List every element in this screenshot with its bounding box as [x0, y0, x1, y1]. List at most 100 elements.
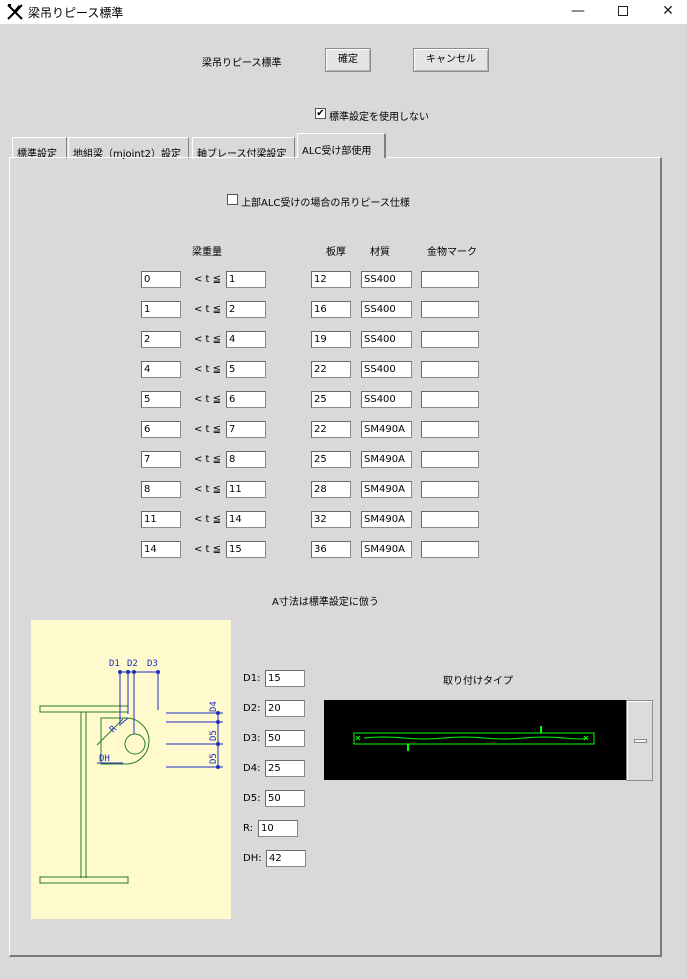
range-operator-label: < t ≦	[194, 304, 222, 315]
weight-max-input[interactable]: 11	[226, 481, 266, 498]
close-button[interactable]: ✕	[645, 0, 687, 24]
header-material: 材質	[370, 247, 390, 258]
weight-min-input[interactable]: 14	[141, 541, 181, 558]
thickness-input[interactable]: 25	[311, 451, 351, 468]
dimension-input[interactable]: 42	[266, 850, 306, 867]
alc-upper-label: 上部ALC受けの場合の吊りピース仕様	[241, 198, 410, 209]
material-input[interactable]: SS400	[361, 391, 412, 408]
tab-label: 軸ブレース付梁設定	[197, 149, 287, 160]
hardware-mark-input[interactable]	[421, 331, 479, 348]
maximize-icon	[618, 6, 628, 16]
weight-max-input[interactable]: 1	[226, 271, 266, 288]
hardware-mark-input[interactable]	[421, 511, 479, 528]
ok-button[interactable]: 確定	[325, 48, 371, 72]
weight-min-input[interactable]: 0	[141, 271, 181, 288]
hardware-mark-input[interactable]	[421, 451, 479, 468]
mount-type-graphic	[353, 726, 595, 751]
title-bar: 梁吊りピース標準 — ✕	[0, 0, 687, 24]
hardware-mark-input[interactable]	[421, 301, 479, 318]
weight-min-input[interactable]: 11	[141, 511, 181, 528]
weight-min-input[interactable]: 6	[141, 421, 181, 438]
material-input[interactable]: SS400	[361, 301, 412, 318]
material-input[interactable]: SM490A	[361, 511, 412, 528]
dimension-input[interactable]: 15	[265, 670, 305, 687]
label-r: R	[108, 724, 119, 735]
tab-alc[interactable]: ALC受け部使用	[297, 133, 386, 158]
label-d5b: D5	[209, 753, 219, 764]
dimension-label: D5:	[243, 793, 261, 804]
hardware-mark-input[interactable]	[421, 481, 479, 498]
range-operator-label: < t ≦	[194, 274, 222, 285]
hardware-mark-input[interactable]	[421, 361, 479, 378]
weight-max-input[interactable]: 14	[226, 511, 266, 528]
mount-type-preview[interactable]	[324, 700, 627, 780]
range-operator-label: < t ≦	[194, 424, 222, 435]
weight-max-input[interactable]: 15	[226, 541, 266, 558]
minimize-button[interactable]: —	[555, 0, 601, 24]
label-d3: D3	[147, 659, 158, 669]
thickness-input[interactable]: 32	[311, 511, 351, 528]
dimension-input[interactable]: 50	[265, 790, 305, 807]
weight-min-input[interactable]: 4	[141, 361, 181, 378]
weight-max-input[interactable]: 4	[226, 331, 266, 348]
thickness-input[interactable]: 25	[311, 391, 351, 408]
thickness-input[interactable]: 22	[311, 421, 351, 438]
mount-type-label: 取り付けタイプ	[443, 676, 513, 687]
range-operator-label: < t ≦	[194, 544, 222, 555]
weight-max-input[interactable]: 7	[226, 421, 266, 438]
weight-min-input[interactable]: 8	[141, 481, 181, 498]
weight-max-input[interactable]: 2	[226, 301, 266, 318]
use-standard-label: 標準設定を使用しない	[329, 112, 429, 123]
material-input[interactable]: SM490A	[361, 541, 412, 558]
dimension-input[interactable]: 20	[265, 700, 305, 717]
tab-ground-beam[interactable]: 地組梁（mjoint2）設定	[68, 137, 189, 160]
tab-brace-beam[interactable]: 軸ブレース付梁設定	[192, 137, 295, 160]
thickness-input[interactable]: 12	[311, 271, 351, 288]
dimension-label: DH:	[243, 853, 262, 864]
thickness-input[interactable]: 28	[311, 481, 351, 498]
material-input[interactable]: SM490A	[361, 451, 412, 468]
material-input[interactable]: SS400	[361, 271, 412, 288]
thickness-input[interactable]: 19	[311, 331, 351, 348]
weight-min-input[interactable]: 2	[141, 331, 181, 348]
hardware-mark-input[interactable]	[421, 541, 479, 558]
hardware-mark-input[interactable]	[421, 421, 479, 438]
dimension-label: D4:	[243, 763, 261, 774]
weight-max-input[interactable]: 5	[226, 361, 266, 378]
hardware-mark-input[interactable]	[421, 271, 479, 288]
range-operator-label: < t ≦	[194, 394, 222, 405]
hardware-mark-input[interactable]	[421, 391, 479, 408]
h-beam-shape	[39, 705, 150, 884]
weight-max-input[interactable]: 6	[226, 391, 266, 408]
tab-standard[interactable]: 標準設定	[12, 137, 67, 160]
close-icon: ✕	[662, 3, 674, 19]
material-input[interactable]: SM490A	[361, 421, 412, 438]
app-logo-icon	[7, 4, 23, 20]
use-standard-checkbox[interactable]: ✔	[315, 108, 326, 119]
checkmark-icon: ✔	[316, 108, 325, 119]
mount-type-dropdown-button[interactable]	[626, 700, 653, 781]
alc-upper-checkbox[interactable]	[227, 194, 238, 205]
header-title: 梁吊りピース標準	[202, 58, 282, 69]
weight-min-input[interactable]: 5	[141, 391, 181, 408]
range-operator-label: < t ≦	[194, 484, 222, 495]
weight-min-input[interactable]: 1	[141, 301, 181, 318]
weight-min-input[interactable]: 7	[141, 451, 181, 468]
range-operator-label: < t ≦	[194, 334, 222, 345]
thickness-input[interactable]: 22	[311, 361, 351, 378]
dimension-input[interactable]: 10	[258, 820, 298, 837]
dimension-input[interactable]: 50	[265, 730, 305, 747]
beam-piece-diagram: D1 D2 D3 D4 D5 D5 R DH	[31, 620, 231, 919]
material-input[interactable]: SS400	[361, 331, 412, 348]
thickness-input[interactable]: 36	[311, 541, 351, 558]
weight-max-input[interactable]: 8	[226, 451, 266, 468]
dimension-label: D3:	[243, 733, 261, 744]
thickness-input[interactable]: 16	[311, 301, 351, 318]
material-input[interactable]: SM490A	[361, 481, 412, 498]
cancel-button[interactable]: キャンセル	[413, 48, 489, 72]
tab-label: ALC受け部使用	[302, 146, 372, 157]
dimension-input[interactable]: 25	[265, 760, 305, 777]
material-input[interactable]: SS400	[361, 361, 412, 378]
label-d2: D2	[127, 659, 138, 669]
maximize-button[interactable]	[600, 0, 646, 24]
